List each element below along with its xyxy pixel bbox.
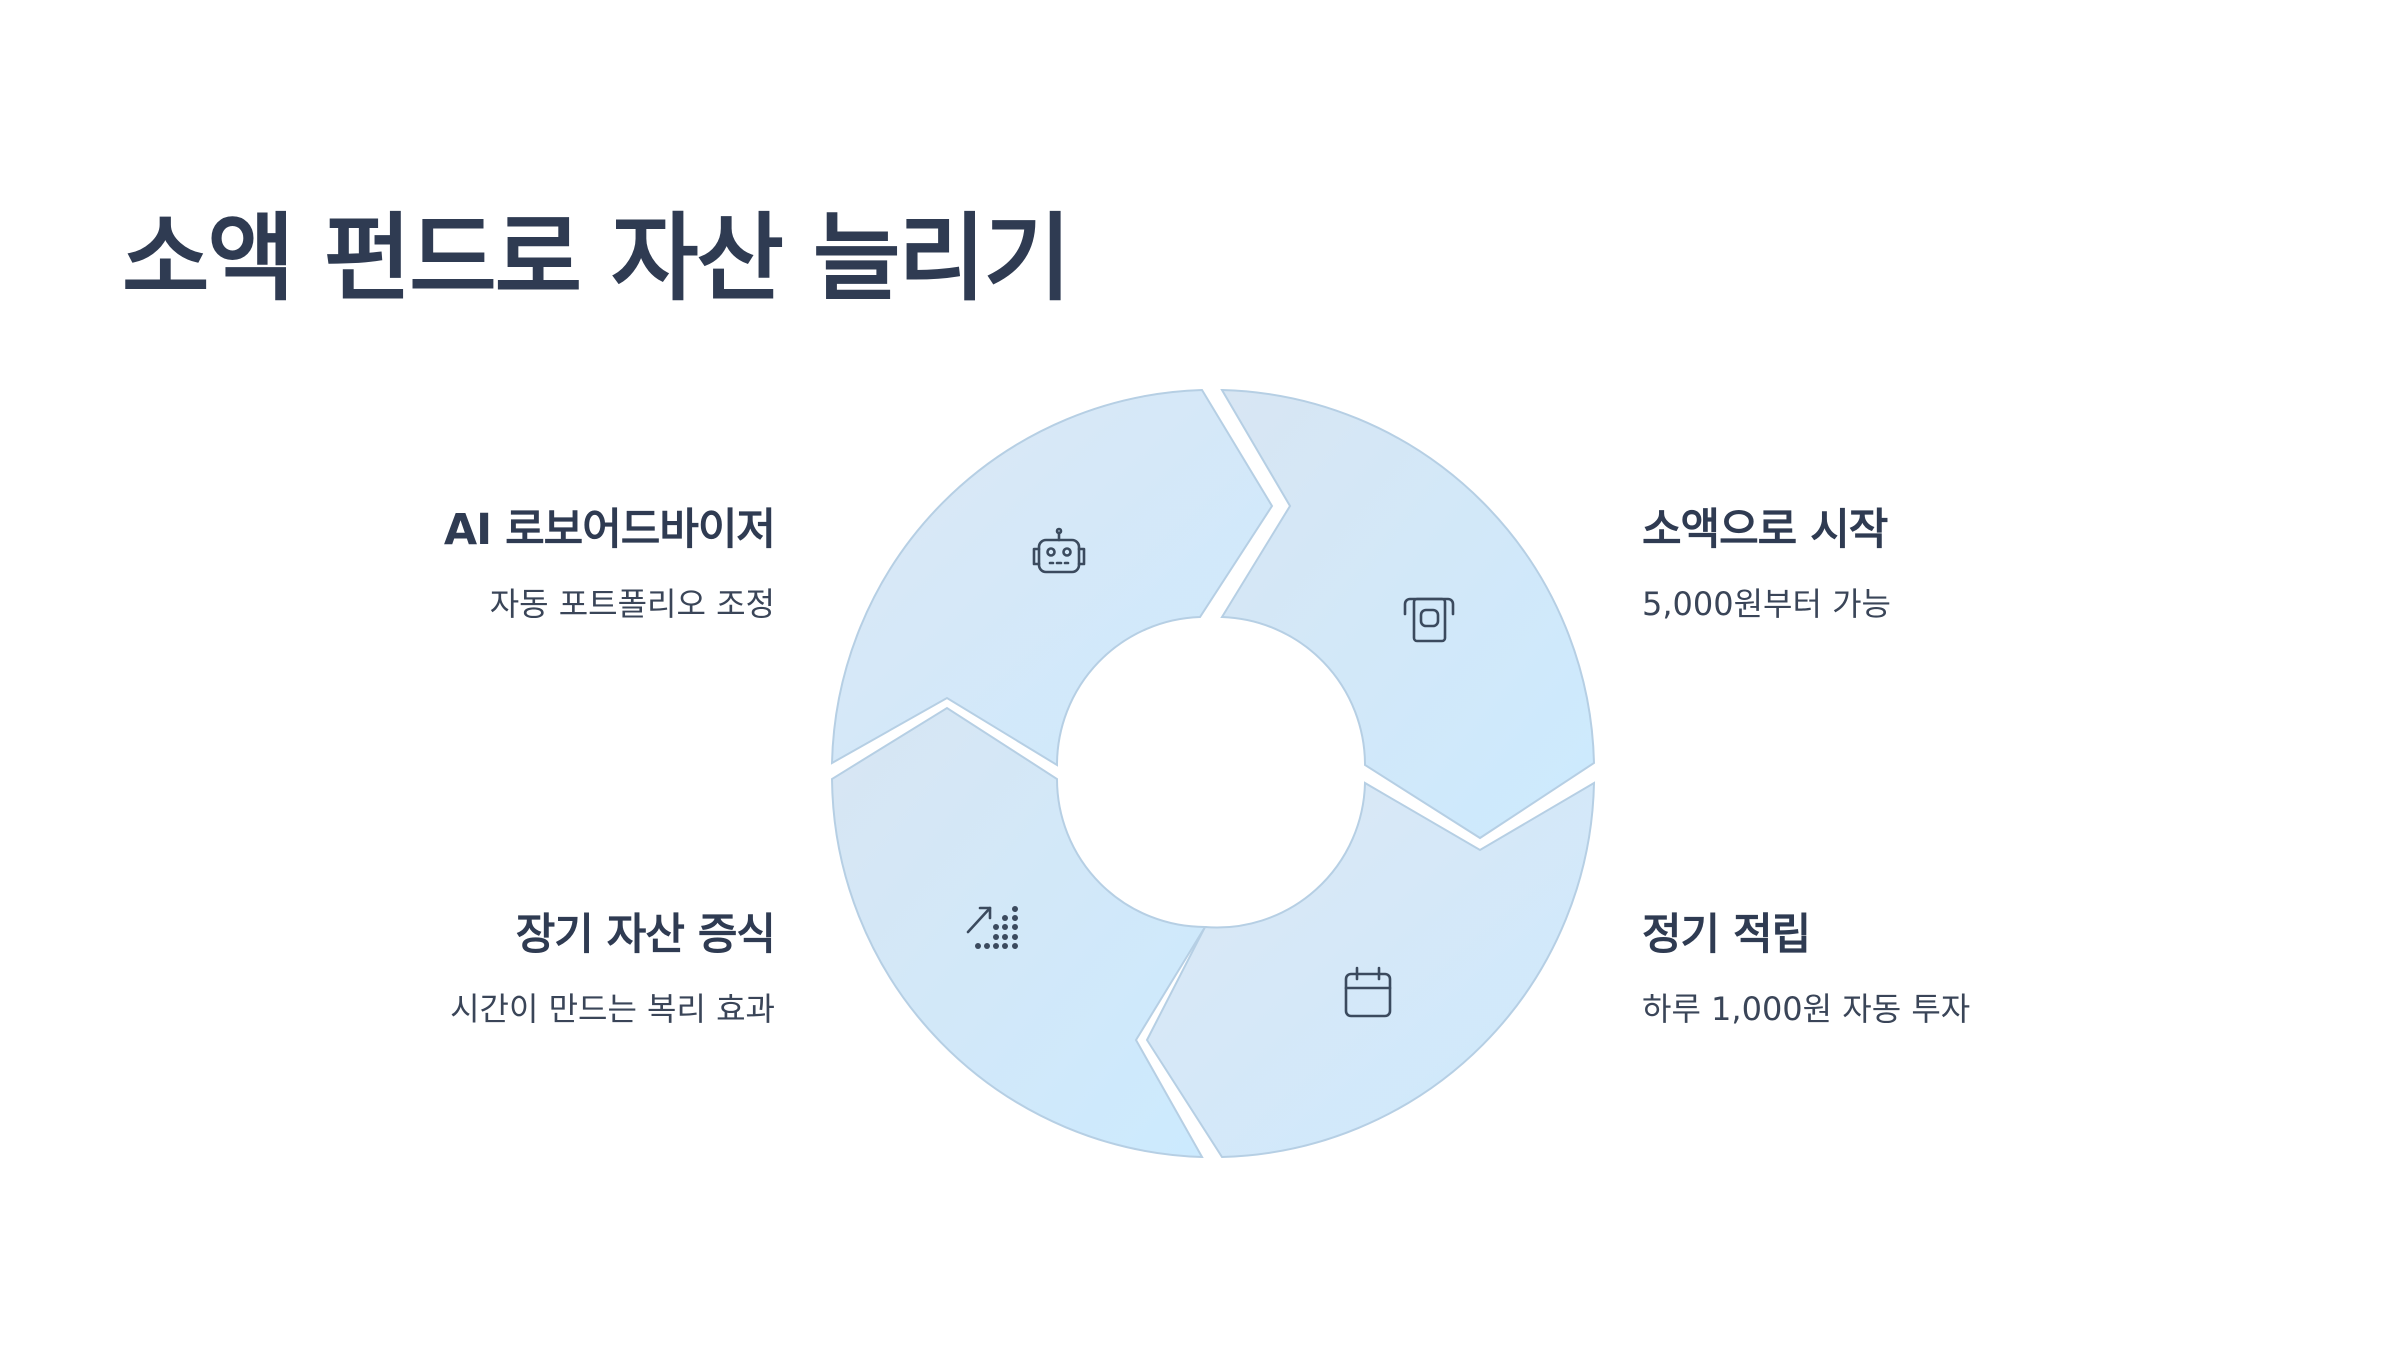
- growth-chart-icon: [966, 906, 1018, 949]
- cycle-segment-regular[interactable]: [1145, 781, 1596, 1159]
- step-regular-saving: 정기 적립 하루 1,000원 자동 투자: [1642, 910, 2062, 1028]
- step-heading: AI 로보어드바이저: [443, 505, 776, 555]
- step-small-start: 소액으로 시작 5,000원부터 가능: [1642, 505, 2062, 623]
- page-title: 소액 펀드로 자산 늘리기: [122, 204, 1071, 314]
- cycle-segment-ai[interactable]: [830, 388, 1274, 767]
- step-heading: 장기 자산 증식: [515, 910, 776, 960]
- step-heading: 정기 적립: [1642, 910, 1811, 960]
- step-description: 하루 1,000원 자동 투자: [1642, 989, 1971, 1028]
- cycle-segment-small[interactable]: [1220, 388, 1596, 840]
- step-heading: 소액으로 시작: [1642, 505, 1888, 555]
- robot-icon: [1032, 527, 1086, 574]
- step-long-term-growth: 장기 자산 증식 시간이 만드는 복리 효과: [355, 910, 776, 1028]
- calendar-icon: [1344, 966, 1392, 1018]
- step-ai-roboadvisor: AI 로보어드바이저 자동 포트폴리오 조정: [355, 505, 776, 623]
- step-description: 5,000원부터 가능: [1642, 584, 1891, 623]
- step-description: 자동 포트폴리오 조정: [489, 584, 775, 623]
- cycle-segment-long[interactable]: [830, 706, 1207, 1159]
- step-description: 시간이 만드는 복리 효과: [450, 989, 775, 1028]
- cash-deposit-icon: [1403, 597, 1455, 643]
